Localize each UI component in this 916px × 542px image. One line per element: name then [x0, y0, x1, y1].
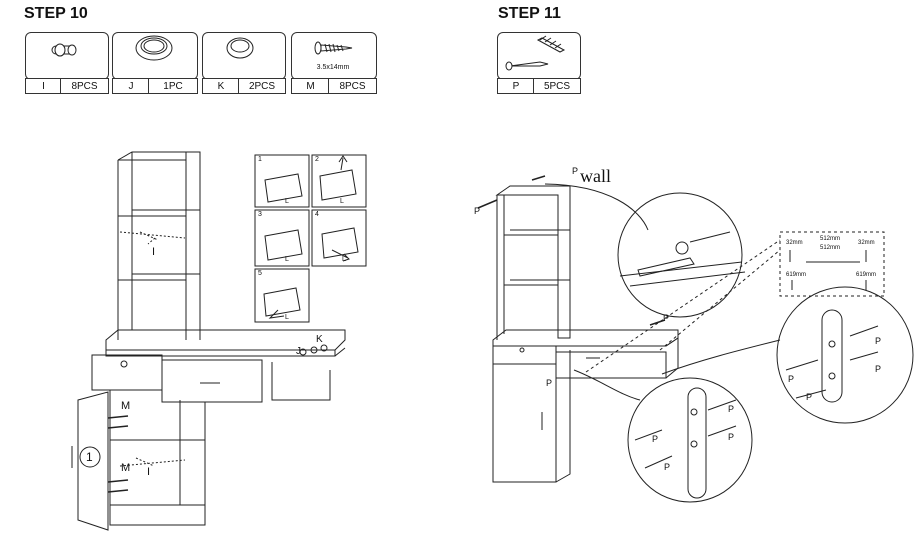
magnify-bubble-right [661, 286, 914, 424]
p-label-top: P [572, 166, 579, 176]
callout-m-bottom: M [121, 462, 131, 474]
dim-left-top: 32mm [786, 240, 803, 246]
hinge-step-3-num: 3 [258, 211, 262, 218]
wall-label: wall [580, 166, 611, 186]
p-label-bubble-b2: P [664, 462, 671, 472]
wall-anchor-screw-icon [505, 35, 566, 71]
part-i-letter: I [25, 78, 62, 94]
hinge-step-2-side: L [340, 198, 344, 205]
p-label-bubble-r2: P [806, 392, 813, 402]
p-label-bubble-r3: P [875, 336, 882, 346]
p-label-bubble-r4: P [875, 364, 882, 374]
small-washer-icon [226, 37, 254, 59]
dim-mid-1: 512mm [820, 236, 841, 242]
hinge-step-4-side: L [342, 256, 346, 263]
part-m-letter: M [291, 78, 330, 94]
dim-mid-2: 512mm [820, 245, 841, 251]
part-j-letter: J [112, 78, 150, 94]
hinge-step-5-num: 5 [258, 270, 262, 277]
magnify-bubble-top [544, 183, 746, 318]
part-p-qty: 5PCS [533, 78, 581, 94]
magnify-bubble-bottom [573, 369, 753, 503]
dowel-icon [51, 43, 77, 57]
dim-right-h: 619mm [856, 272, 877, 278]
hinge-step-1-num: 1 [258, 156, 262, 163]
hinge-step-4-num: 4 [315, 211, 319, 218]
hinge-step-2-num: 2 [315, 156, 319, 163]
p-label-bubble-b4: P [728, 432, 735, 442]
p-label-desk: P [663, 313, 670, 323]
hinge-step-5-side: L [285, 314, 289, 321]
cabinet-step11 [477, 175, 679, 483]
hinge-steps-grid [254, 154, 367, 323]
step-11-title: STEP 11 [498, 5, 561, 22]
screw-icon [314, 41, 353, 55]
cabinet-step10 [71, 151, 346, 531]
door-number: 1 [86, 450, 93, 464]
dim-right-top: 32mm [858, 240, 875, 246]
p-label-bubble-r1: P [788, 374, 795, 384]
part-m-box [291, 32, 377, 80]
step-10-title: STEP 10 [24, 5, 88, 22]
part-m-qty: 8PCS [328, 78, 377, 94]
callout-i-bottom: I [147, 466, 151, 478]
part-k-qty: 2PCS [238, 78, 286, 94]
p-label-bubble-b1: P [652, 434, 659, 444]
callout-k: K [316, 334, 323, 345]
part-m-spec: 3.5x14mm [316, 64, 350, 71]
callout-j: J [296, 346, 301, 357]
p-label-left: P [474, 206, 481, 216]
callout-m-top: M [121, 400, 131, 412]
p-label-side: P [546, 378, 553, 388]
p-label-bubble-b3: P [728, 404, 735, 414]
hinge-step-1-side: L [285, 198, 289, 205]
dim-left-h: 619mm [786, 272, 807, 278]
callout-i-top: I [152, 246, 156, 258]
large-washer-icon [135, 35, 173, 61]
part-j-qty: 1PC [148, 78, 198, 94]
hinge-step-3-side: L [285, 256, 289, 263]
part-i-qty: 8PCS [60, 78, 109, 94]
